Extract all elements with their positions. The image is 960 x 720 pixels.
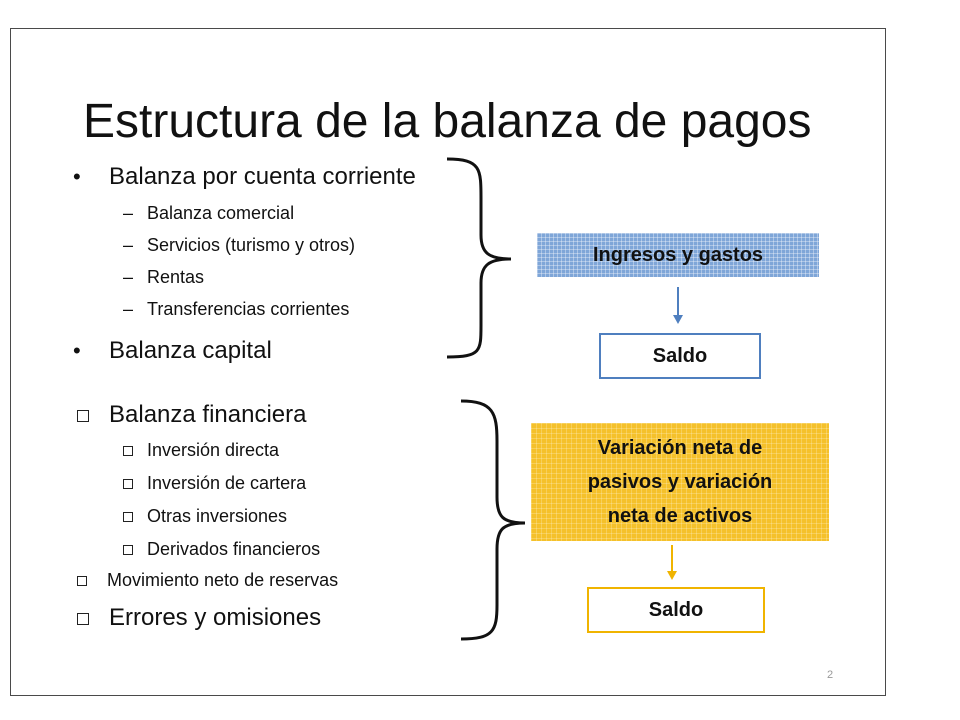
page-number: 2 (827, 669, 834, 681)
slide-title: Estructura de la balanza de pagos (83, 95, 812, 148)
box-ingresos-gastos: Ingresos y gastos (537, 233, 819, 277)
box-variacion-line-1: Variación neta de (597, 437, 763, 459)
dash-icon: – (123, 299, 134, 319)
dash-icon: – (123, 267, 134, 287)
sub-item-servicios: Servicios (turismo y otros) (147, 235, 356, 255)
arrow-down-icon (667, 545, 677, 580)
list-item-balanza-capital: Balanza capital (109, 337, 272, 364)
list-item-errores-omisiones: Errores y omisiones (109, 604, 322, 631)
box-saldo-financiera: Saldo (587, 587, 765, 633)
square-outline-icon (123, 479, 133, 489)
box-ingresos-gastos-label: Ingresos y gastos (592, 243, 764, 266)
arrow-down-icon (673, 287, 683, 324)
list-item-cuenta-corriente: Balanza por cuenta corriente (109, 163, 416, 190)
square-outline-icon (123, 512, 133, 522)
bullet-dot-icon: • (73, 164, 81, 189)
curly-brace-right-icon (460, 399, 526, 641)
square-outline-icon (77, 410, 89, 422)
dash-icon: – (123, 203, 134, 223)
box-saldo-corriente: Saldo (599, 333, 761, 379)
sub-item-balanza-comercial: Balanza comercial (147, 203, 295, 223)
connectors (446, 157, 683, 641)
square-outline-icon (77, 576, 87, 586)
box-variacion-line-3: neta de activos (607, 505, 753, 527)
saldo-label: Saldo (648, 598, 704, 621)
sub-item-rentas: Rentas (147, 267, 205, 287)
square-outline-icon (77, 613, 89, 625)
saldo-label: Saldo (652, 344, 708, 367)
curly-brace-right-icon (446, 157, 512, 359)
dash-icon: – (123, 235, 134, 255)
box-variacion-line-2: pasivos y variación (587, 471, 773, 493)
sub-item-derivados: Derivados financieros (147, 539, 321, 559)
sub-item-inversion-cartera: Inversión de cartera (147, 473, 307, 493)
sub-item-transferencias: Transferencias corrientes (147, 299, 350, 319)
square-outline-icon (123, 545, 133, 555)
list-item-reservas: Movimiento neto de reservas (107, 570, 339, 590)
slide: Estructura de la balanza de pagos • Bala… (10, 28, 886, 696)
square-outline-icon (123, 446, 133, 456)
sub-item-otras-inversiones: Otras inversiones (147, 506, 288, 526)
bullet-dot-icon: • (73, 338, 81, 363)
sub-item-inversion-directa: Inversión directa (147, 440, 280, 460)
box-variacion-neta: Variación neta de pasivos y variación ne… (531, 423, 829, 541)
list-item-balanza-financiera: Balanza financiera (109, 401, 307, 428)
